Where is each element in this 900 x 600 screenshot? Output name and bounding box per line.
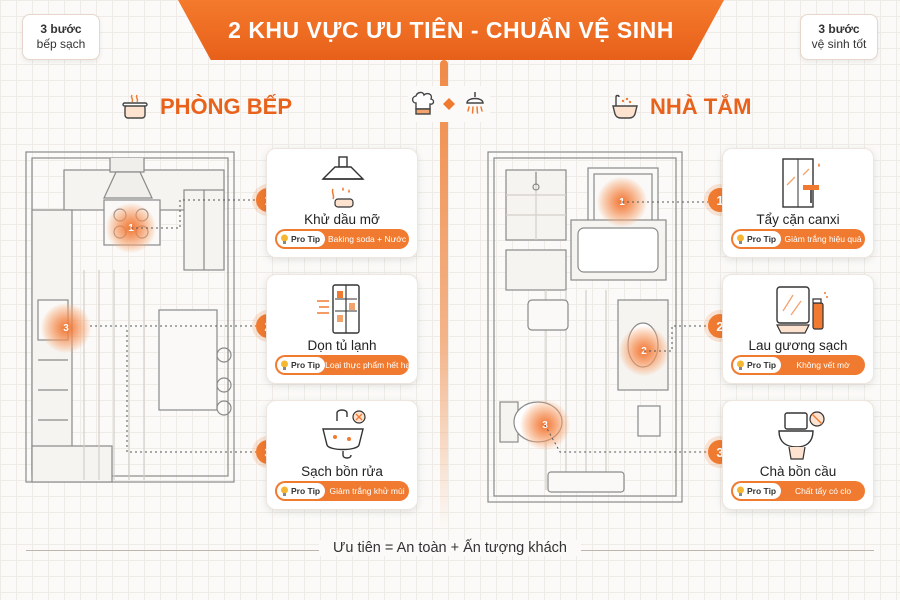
kitchen-connector-3 (126, 330, 256, 453)
lightbulb-icon (281, 234, 288, 244)
bathroom-step-card-3: Chà bồn cầu Pro Tip Chất tẩy có clo (722, 400, 874, 510)
pro-tip-text: Loại thực phẩm hết hạn (325, 360, 409, 370)
lightbulb-icon (281, 360, 288, 370)
bathroom-step-card-1: Tẩy cặn canxi Pro Tip Giảm trắng hiệu qu… (722, 148, 874, 258)
badge-count: 3 bước (40, 22, 82, 36)
footer-formula: Ưu tiên = An toàn + Ấn tượng khách (0, 540, 900, 556)
pro-tip-badge: Pro Tip (733, 231, 782, 247)
kitchen-step-card-2: Dọn tủ lạnh Pro Tip Loại thực phẩm hết h… (266, 274, 418, 384)
lightbulb-icon (737, 486, 744, 496)
kitchen-section-title: PHÒNG BẾP (120, 92, 292, 122)
sink-icon (322, 409, 366, 459)
toilet-icon (778, 411, 825, 460)
step-label: Sạch bồn rửa (301, 464, 383, 479)
pro-tip-badge: Pro Tip (277, 357, 326, 373)
bathtub-icon (612, 94, 638, 119)
pro-tip-text: Giảm trắng khử mùi (329, 486, 405, 496)
bathroom-connector-3 (544, 424, 708, 453)
page-title: 2 KHU VỰC ƯU TIÊN - CHUẨN VỆ SINH (228, 16, 674, 43)
refrigerator-icon (317, 284, 360, 334)
pro-tip-badge: Pro Tip (277, 231, 326, 247)
diamond-icon (443, 98, 455, 110)
bathroom-section-title: NHÀ TẮM (610, 92, 751, 122)
pro-tip-text: Chất tẩy có clo (794, 486, 852, 496)
pro-tip-badge: Pro Tip (277, 483, 326, 499)
mirror-spray-icon (776, 286, 828, 334)
pro-tip-text: Baking soda + Nước (328, 234, 407, 244)
pro-tip-badge: Pro Tip (733, 483, 782, 499)
pro-tip-text: Không vết mờ (796, 360, 850, 370)
lightbulb-icon (737, 360, 744, 370)
kitchen-step-card-1: Khử dầu mỡ Pro Tip Baking soda + Nước (266, 148, 418, 258)
bathroom-step-card-2: Lau gương sạch Pro Tip Không vết mờ (722, 274, 874, 384)
lightbulb-icon (737, 234, 744, 244)
badge-label: vệ sinh tốt (811, 37, 867, 51)
center-icons (408, 86, 490, 122)
pro-tip-bar: Pro Tip Không vết mờ (731, 355, 865, 375)
kitchen-steps-badge: 3 bước bếp sạch (22, 14, 100, 60)
bathroom-connector-2 (644, 325, 708, 352)
kitchen-title-text: PHÒNG BẾP (160, 94, 293, 119)
bathroom-title-text: NHÀ TẮM (650, 94, 752, 119)
step-label: Khử dầu mỡ (304, 212, 380, 227)
range-hood-icon (321, 156, 365, 208)
title-banner: 2 KHU VỰC ƯU TIÊN - CHUẨN VỆ SINH (178, 0, 724, 60)
bathroom-steps-badge: 3 bước vệ sinh tốt (800, 14, 878, 60)
badge-label: bếp sạch (36, 37, 86, 51)
kitchen-step-card-3: Sạch bồn rửa Pro Tip Giảm trắng khử mùi (266, 400, 418, 510)
kitchen-connector-1 (131, 199, 256, 229)
step-label: Lau gương sạch (748, 338, 848, 353)
cooking-pot-icon (122, 94, 148, 119)
center-divider (440, 60, 448, 530)
step-label: Tẩy cặn canxi (756, 212, 840, 227)
badge-count: 3 bước (818, 22, 860, 36)
pro-tip-bar: Pro Tip Chất tẩy có clo (731, 481, 865, 501)
pro-tip-bar: Pro Tip Baking soda + Nước (275, 229, 409, 249)
pro-tip-bar: Pro Tip Loại thực phẩm hết hạn (275, 355, 409, 375)
pro-tip-bar: Pro Tip Giảm trắng khử mùi (275, 481, 409, 501)
footer-formula-text: Ưu tiên = An toàn + Ấn tượng khách (319, 540, 581, 556)
chef-hat-icon (411, 91, 435, 115)
kitchen-hotspot-3: 3 (41, 303, 91, 353)
lightbulb-icon (281, 486, 288, 496)
step-label: Chà bồn cầu (759, 464, 837, 479)
shower-glass-squeegee-icon (782, 158, 820, 208)
shower-icon (466, 92, 484, 114)
pro-tip-badge: Pro Tip (733, 357, 782, 373)
step-label: Dọn tủ lạnh (307, 338, 377, 353)
pro-tip-bar: Pro Tip Giảm trắng hiệu quả (731, 229, 865, 249)
pro-tip-text: Giảm trắng hiệu quả (784, 234, 862, 244)
